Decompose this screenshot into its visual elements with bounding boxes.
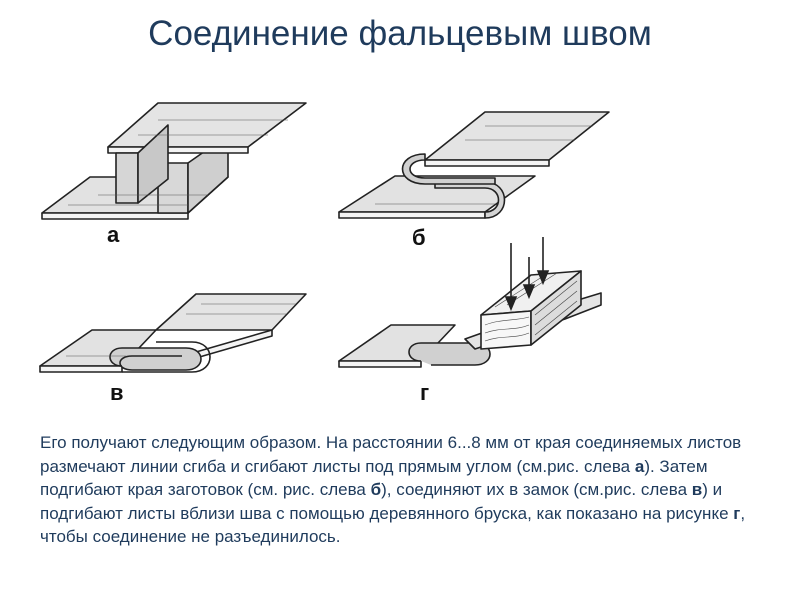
page-title: Соединение фальцевым швом <box>148 14 652 53</box>
figure-b-drawing <box>335 100 625 225</box>
figure-a-drawing <box>38 95 328 225</box>
description-part-2: ). Затем подгибают края заготовок (см. р… <box>40 456 708 500</box>
figure-a-label: а <box>107 222 120 247</box>
figure-g-drawing <box>335 235 615 385</box>
description-part-1: Его получают следующим образом. На расст… <box>40 433 742 476</box>
figure-v-label: в <box>110 380 124 405</box>
description-part-5: , чтобы соединение не разъединилось. <box>40 503 746 547</box>
figure-g-label: г <box>420 380 430 405</box>
description-text: Его получают следующим образом. На расст… <box>40 431 760 549</box>
description-part-4: ) и подгибают листы вблизи шва с помощью… <box>40 480 734 523</box>
description-ref-g: г <box>733 503 741 523</box>
description-ref-b: б <box>370 480 382 499</box>
figure-v-drawing <box>36 290 326 380</box>
description-ref-a: а <box>634 456 645 476</box>
description-part-3: ), соединяют их в замок (см.рис. слева <box>381 480 692 499</box>
figure-b-label: б <box>412 225 426 250</box>
description-ref-v: в <box>691 480 703 499</box>
